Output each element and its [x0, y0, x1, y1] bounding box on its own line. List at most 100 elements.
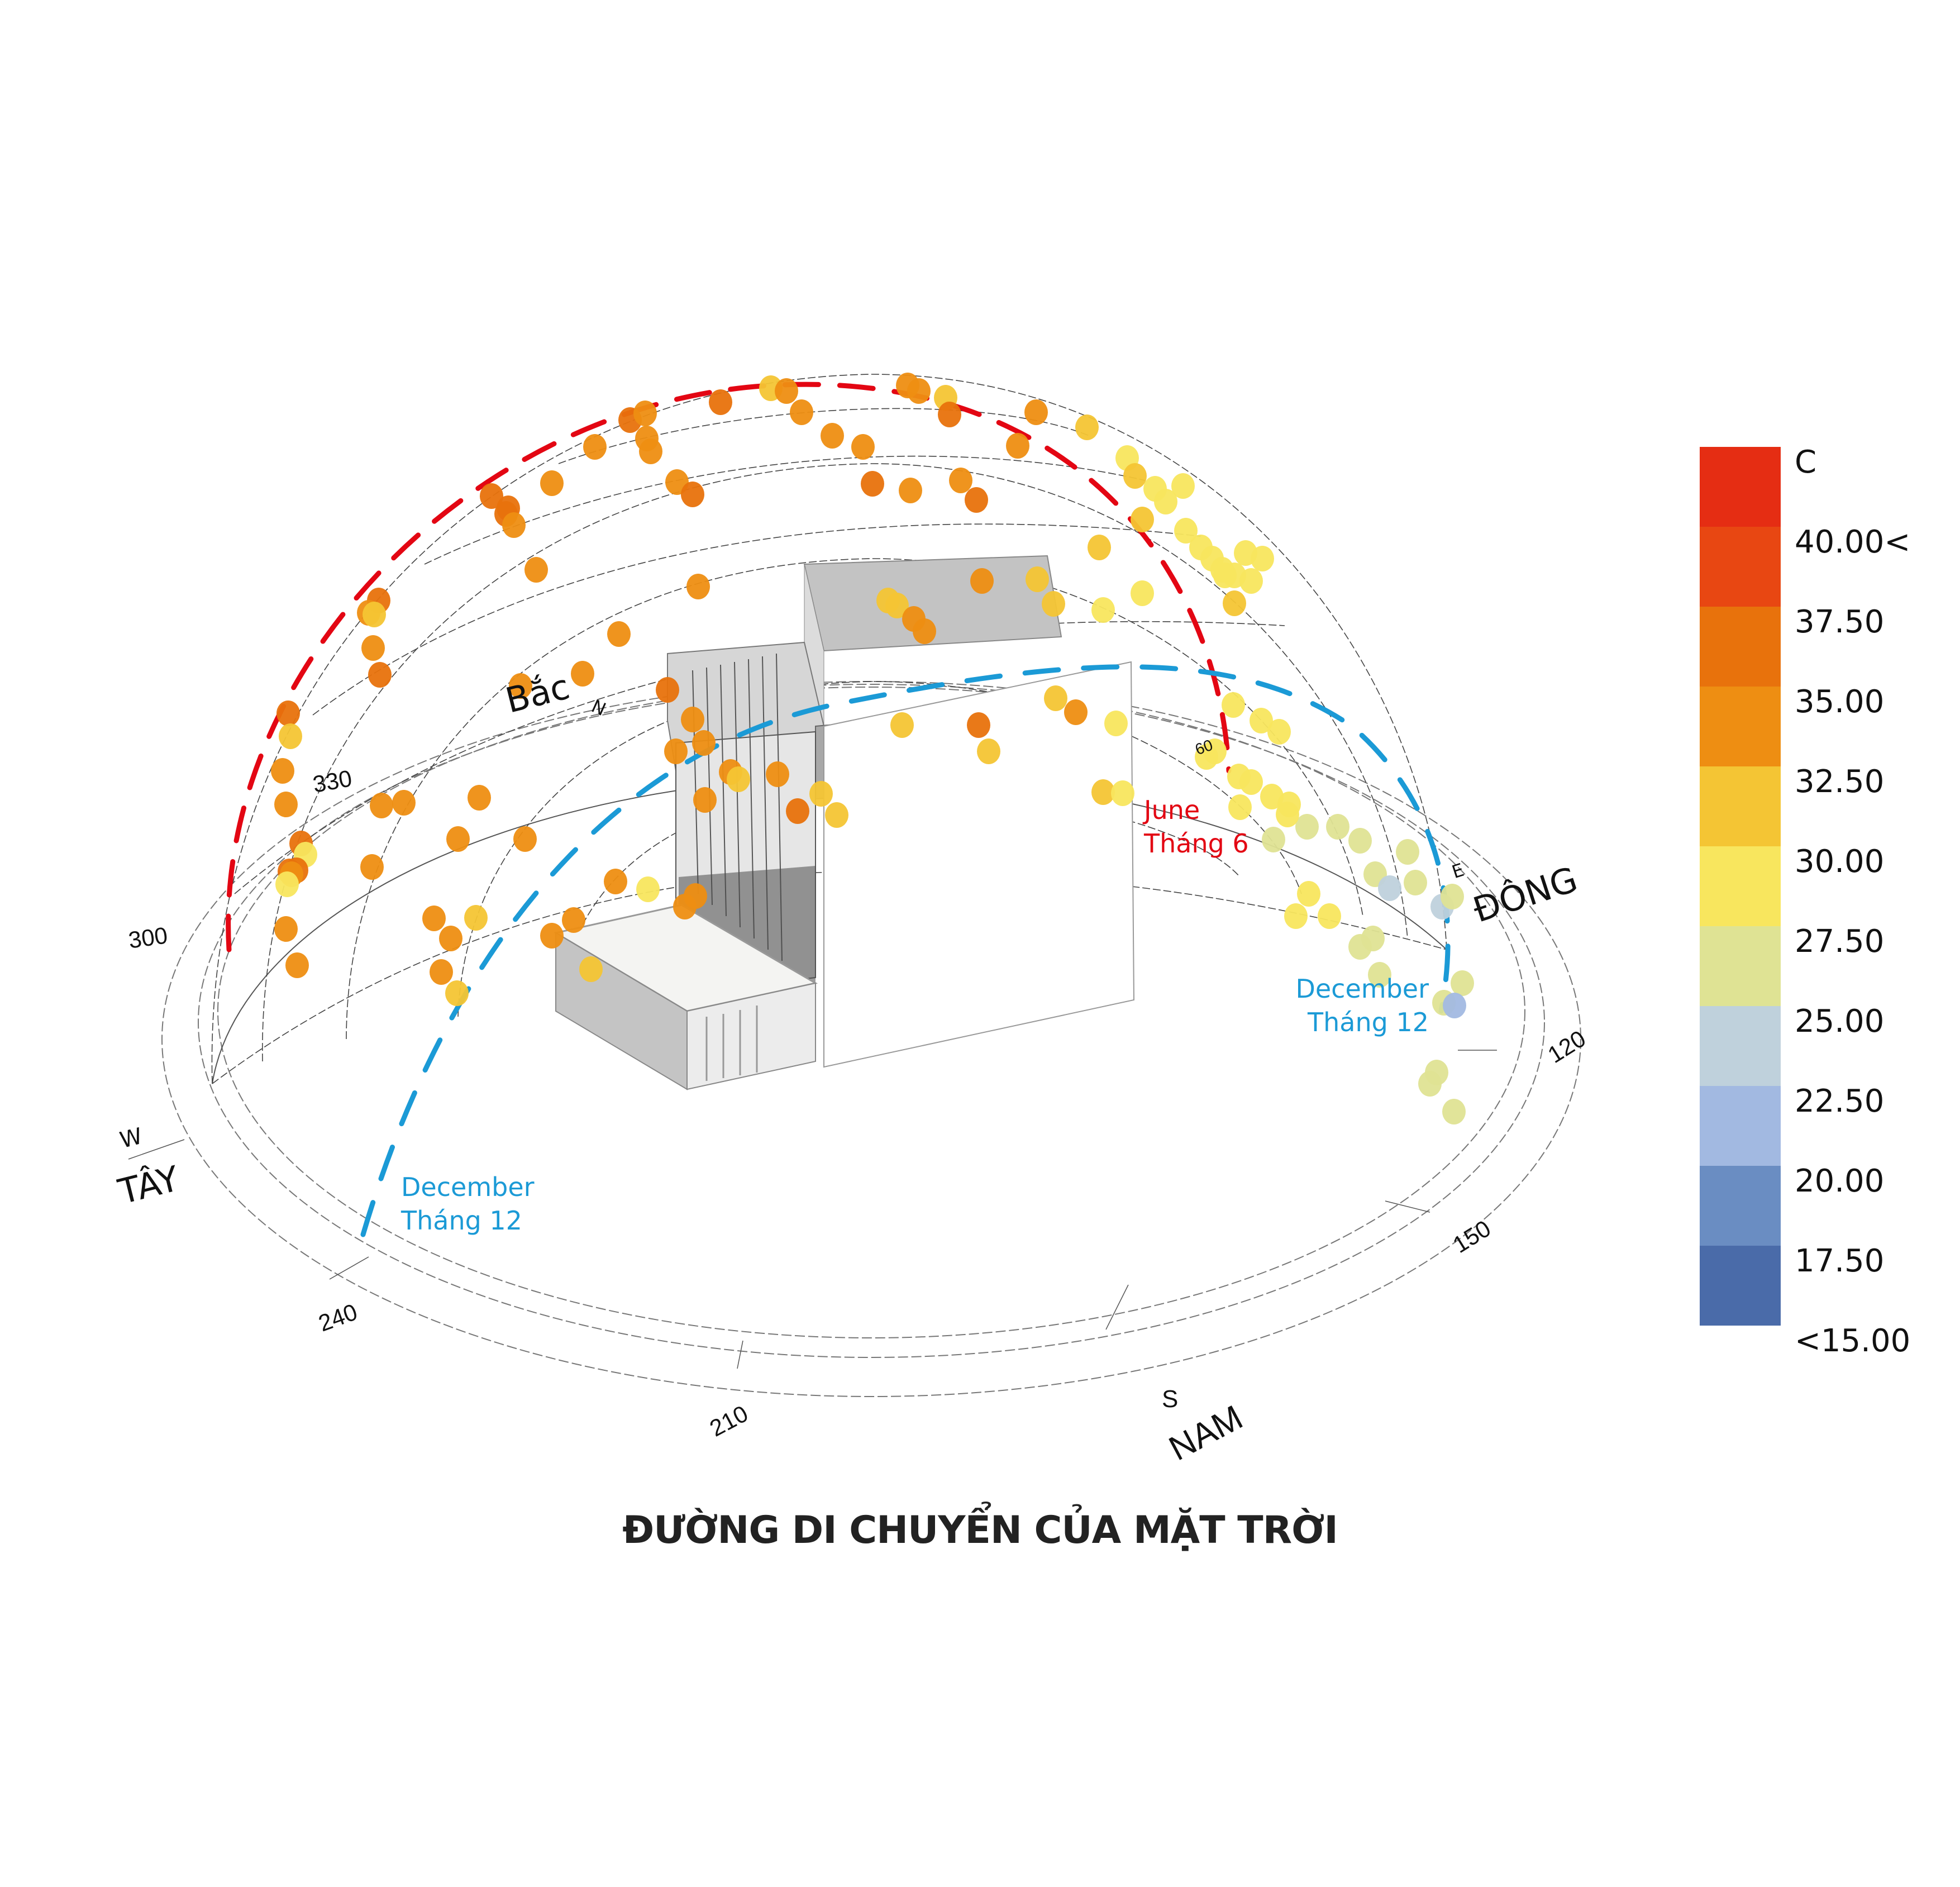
june-label: June Tháng 6: [1144, 793, 1249, 860]
sun-position-point: [656, 677, 679, 703]
meridian-3: [312, 523, 1201, 716]
sun-position-point: [1404, 870, 1427, 895]
sun-position-point: [430, 959, 453, 985]
december-label-east: December Tháng 12: [1289, 972, 1429, 1039]
legend-swatch: [1700, 926, 1781, 1006]
legend-label: 27.50: [1795, 923, 1885, 960]
sun-position-point: [1260, 784, 1284, 809]
sun-position-point: [464, 905, 488, 931]
legend-label: 17.50: [1795, 1243, 1885, 1279]
sun-position-point: [1075, 414, 1099, 440]
sun-position-point: [1104, 711, 1128, 736]
building-podium-front: [686, 982, 816, 1090]
sun-position-point: [786, 798, 809, 824]
legend-swatch: [1700, 607, 1781, 687]
sun-position-point: [899, 478, 922, 503]
compass-ring-inner: [217, 684, 1525, 1338]
sun-position-point: [1276, 802, 1299, 827]
sun-position-point: [1318, 903, 1341, 929]
sun-position-point: [851, 434, 875, 460]
sun-position-point: [1239, 769, 1263, 795]
december-west-label-en: December: [401, 1172, 535, 1202]
sun-position-point: [1228, 794, 1252, 820]
legend-label: 30.00: [1795, 844, 1885, 880]
sun-position-point: [686, 574, 710, 599]
sun-position-point: [684, 883, 707, 909]
sun-position-point: [562, 907, 585, 933]
sun-position-point: [361, 635, 385, 661]
december-label-west: December Tháng 12: [401, 1170, 535, 1237]
sun-position-point: [1284, 903, 1308, 929]
sun-position-point: [571, 661, 594, 687]
sun-position-point: [370, 793, 393, 818]
sun-position-point: [727, 766, 750, 792]
legend-label: <15.00: [1795, 1323, 1911, 1359]
sun-position-point: [825, 802, 848, 828]
legend-swatch: [1700, 527, 1781, 607]
altitude-arc-1: [262, 463, 1408, 1062]
sun-position-point: [363, 602, 386, 627]
sun-position-point: [1250, 708, 1273, 733]
sun-position-point: [821, 423, 844, 449]
sun-position-point: [1131, 580, 1154, 606]
sun-position-point: [1131, 507, 1154, 532]
sun-position-point: [540, 923, 564, 949]
sun-position-point: [368, 662, 392, 688]
sun-position-point: [1451, 970, 1474, 996]
sun-position-point: [790, 399, 813, 425]
azimuth-label-300: 300: [127, 922, 169, 954]
june-sun-path: [226, 382, 1232, 952]
sun-position-point: [1091, 779, 1115, 805]
sun-position-point: [1441, 884, 1464, 909]
sun-position-point: [446, 826, 470, 852]
sun-position-point: [913, 618, 936, 644]
sun-position-point: [275, 871, 299, 897]
sun-position-point: [890, 712, 914, 738]
legend-label: 22.50: [1795, 1083, 1885, 1119]
legend-swatch: [1700, 1086, 1781, 1166]
december-east-label-vi: Tháng 12: [1308, 1007, 1429, 1037]
sun-position-point: [1026, 566, 1049, 592]
sun-position-point: [274, 916, 298, 942]
sun-position-point: [1044, 685, 1067, 711]
south-abbr: S: [1162, 1385, 1179, 1413]
sun-position-point: [579, 956, 603, 982]
sun-position-point: [1006, 433, 1029, 459]
building-side-wall: [823, 661, 1135, 1068]
sun-position-point: [1154, 489, 1177, 514]
sun-position-point: [1396, 839, 1419, 865]
altitude-arc-3: [457, 681, 1302, 1017]
sun-position-point: [965, 487, 988, 513]
sun-position-point: [1251, 546, 1274, 571]
tick-240: [329, 1256, 369, 1280]
sun-position-point: [279, 723, 302, 749]
sun-position-point: [681, 707, 704, 732]
legend-swatch: [1700, 1246, 1781, 1326]
sun-position-point: [540, 470, 564, 496]
sun-position-point: [1042, 591, 1065, 617]
december-west-label-vi: Tháng 12: [401, 1205, 522, 1236]
sun-position-point: [1024, 399, 1048, 425]
legend-label: 20.00: [1795, 1163, 1885, 1199]
compass-ring-outer: [161, 681, 1581, 1397]
sun-position-point: [1297, 881, 1320, 907]
sun-position-point: [439, 926, 462, 951]
sun-position-point: [422, 906, 446, 931]
sun-position-point: [1361, 926, 1385, 951]
sun-position-point: [938, 402, 961, 427]
sun-position-point: [1418, 1071, 1442, 1097]
sun-position-point: [1348, 828, 1372, 854]
sun-position-point: [502, 512, 526, 538]
legend-label: 25.00: [1795, 1003, 1885, 1040]
sun-position-point: [977, 738, 1000, 764]
sun-position-point: [1222, 692, 1245, 718]
legend-label: 37.50: [1795, 604, 1885, 640]
sun-position-point: [607, 621, 631, 647]
sun-position-point: [509, 673, 532, 699]
diagram-title: ĐƯỜNG DI CHUYỂN CỦA MẶT TRỜI: [622, 1508, 1338, 1552]
sun-position-point: [861, 471, 884, 497]
sun-position-point: [1064, 699, 1088, 725]
sun-position-point: [633, 401, 657, 426]
sun-position-point: [513, 826, 537, 852]
